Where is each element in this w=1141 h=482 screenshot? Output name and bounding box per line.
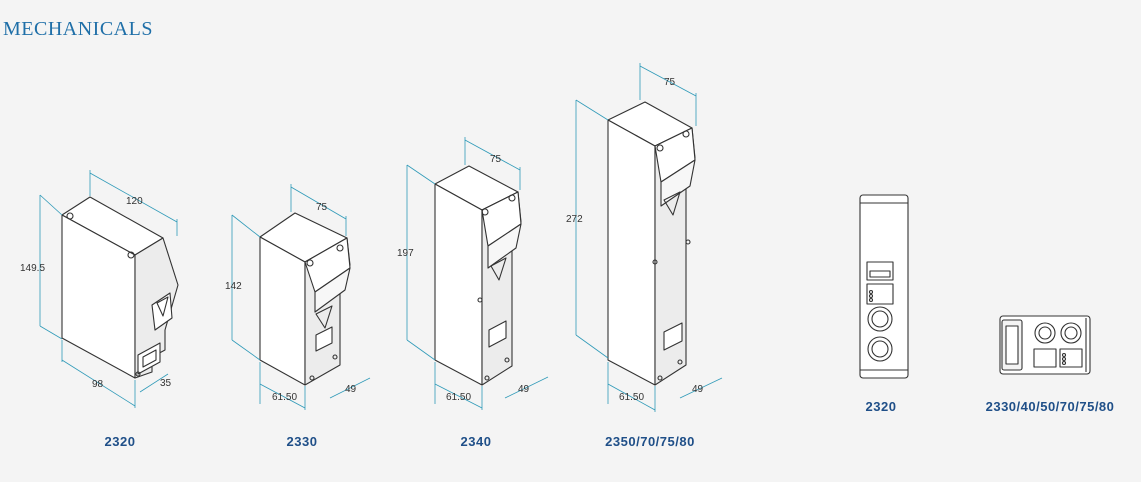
panel-2330-drawing: [999, 315, 1091, 375]
panel-2330-label: 2330/40/50/70/75/80: [985, 399, 1115, 414]
logo-icon: [490, 257, 507, 281]
unit-2350-label: 2350/70/75/80: [605, 434, 695, 449]
connector-icon: [1034, 322, 1082, 344]
unit-2340-width-label: 75: [490, 154, 502, 165]
status-led-icon: [868, 289, 874, 303]
connector-icon: [867, 306, 893, 362]
unit-2330-label: 2330: [286, 434, 318, 449]
unit-2320-label: 2320: [104, 434, 136, 449]
logo-icon: [315, 305, 333, 329]
unit-2350-depth-label: 61.50: [619, 392, 644, 403]
section-title: MECHANICALS: [3, 18, 153, 40]
unit-2350-height-label: 272: [566, 214, 583, 225]
unit-2340-height-label: 197: [397, 248, 414, 259]
unit-2320-depth-label: 98: [92, 379, 104, 390]
unit-2330-height-label: 142: [225, 281, 242, 292]
unit-2330-width-label: 75: [316, 202, 328, 213]
unit-2320-depth-front-label: 35: [160, 378, 172, 389]
unit-2340-depth-front-label: 49: [518, 384, 530, 395]
unit-2350-depth-front-label: 49: [692, 384, 704, 395]
logo-icon: [156, 296, 169, 317]
unit-2330-drawing: [231, 184, 371, 410]
panel-2320-drawing: [859, 194, 909, 379]
unit-2320-drawing: [39, 170, 179, 408]
logo-icon: [663, 191, 681, 216]
panel-2320-label: 2320: [865, 399, 897, 414]
unit-2350-drawing: [575, 63, 723, 412]
unit-2330-depth-label: 61.50: [272, 392, 297, 403]
unit-2340-drawing: [406, 137, 549, 410]
unit-2320-width-label: 120: [126, 196, 143, 207]
unit-2320-height-label: 149.5: [20, 263, 45, 274]
unit-2350-width-label: 75: [664, 77, 676, 88]
unit-2340-label: 2340: [460, 434, 492, 449]
unit-2340-depth-label: 61.50: [446, 392, 471, 403]
unit-2330-depth-front-label: 49: [345, 384, 357, 395]
status-led-icon: [1061, 352, 1067, 366]
